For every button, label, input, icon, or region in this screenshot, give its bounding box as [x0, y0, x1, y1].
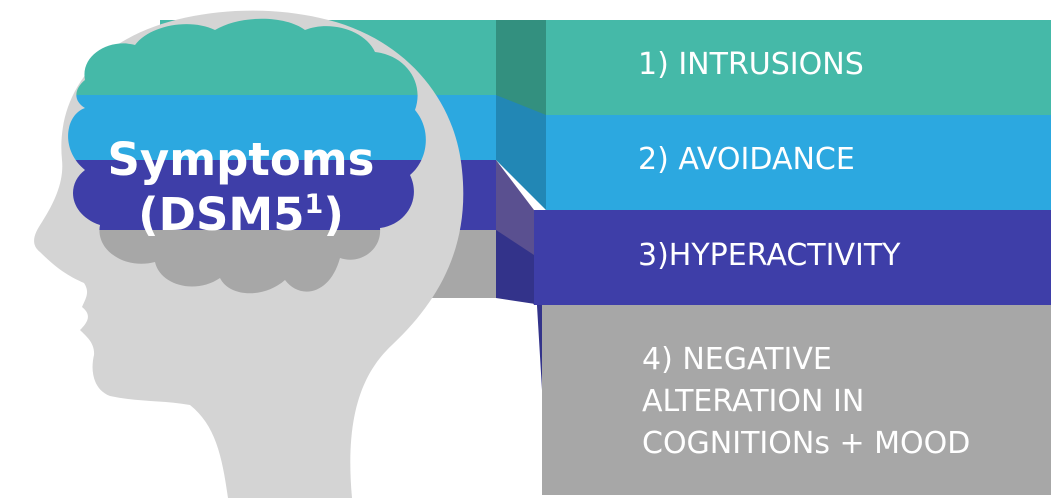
title-line-1: Symptoms: [107, 133, 375, 186]
label-avoidance: 2) AVOIDANCE: [638, 142, 855, 177]
fold-negative: [496, 230, 542, 390]
title-line-2-suffix: ): [323, 188, 344, 242]
label-intrusions: 1) INTRUSIONS: [638, 47, 864, 82]
title-line-2: (DSM51): [96, 187, 386, 242]
box-hyperactivity: [534, 210, 1051, 305]
title-line-2-prefix: (DSM5: [138, 188, 305, 242]
label-hyperactivity: 3)HYPERACTIVITY: [638, 238, 901, 273]
label-negative-line-2: ALTERATION IN: [642, 384, 865, 419]
fold-avoidance: [496, 95, 546, 210]
diagram-title: Symptoms (DSM51): [96, 132, 386, 243]
label-negative-line-3: COGNITIONs + MOOD: [642, 426, 971, 461]
label-negative-line-1: 4) NEGATIVE: [642, 342, 832, 377]
brain-band-avoidance: [68, 95, 426, 160]
box-intrusions: [546, 20, 1051, 115]
box-avoidance: [546, 115, 1051, 210]
brain-band-hyperactivity: [68, 160, 426, 230]
footnote-marker: 1: [304, 189, 324, 221]
box-negative: [542, 305, 1051, 495]
